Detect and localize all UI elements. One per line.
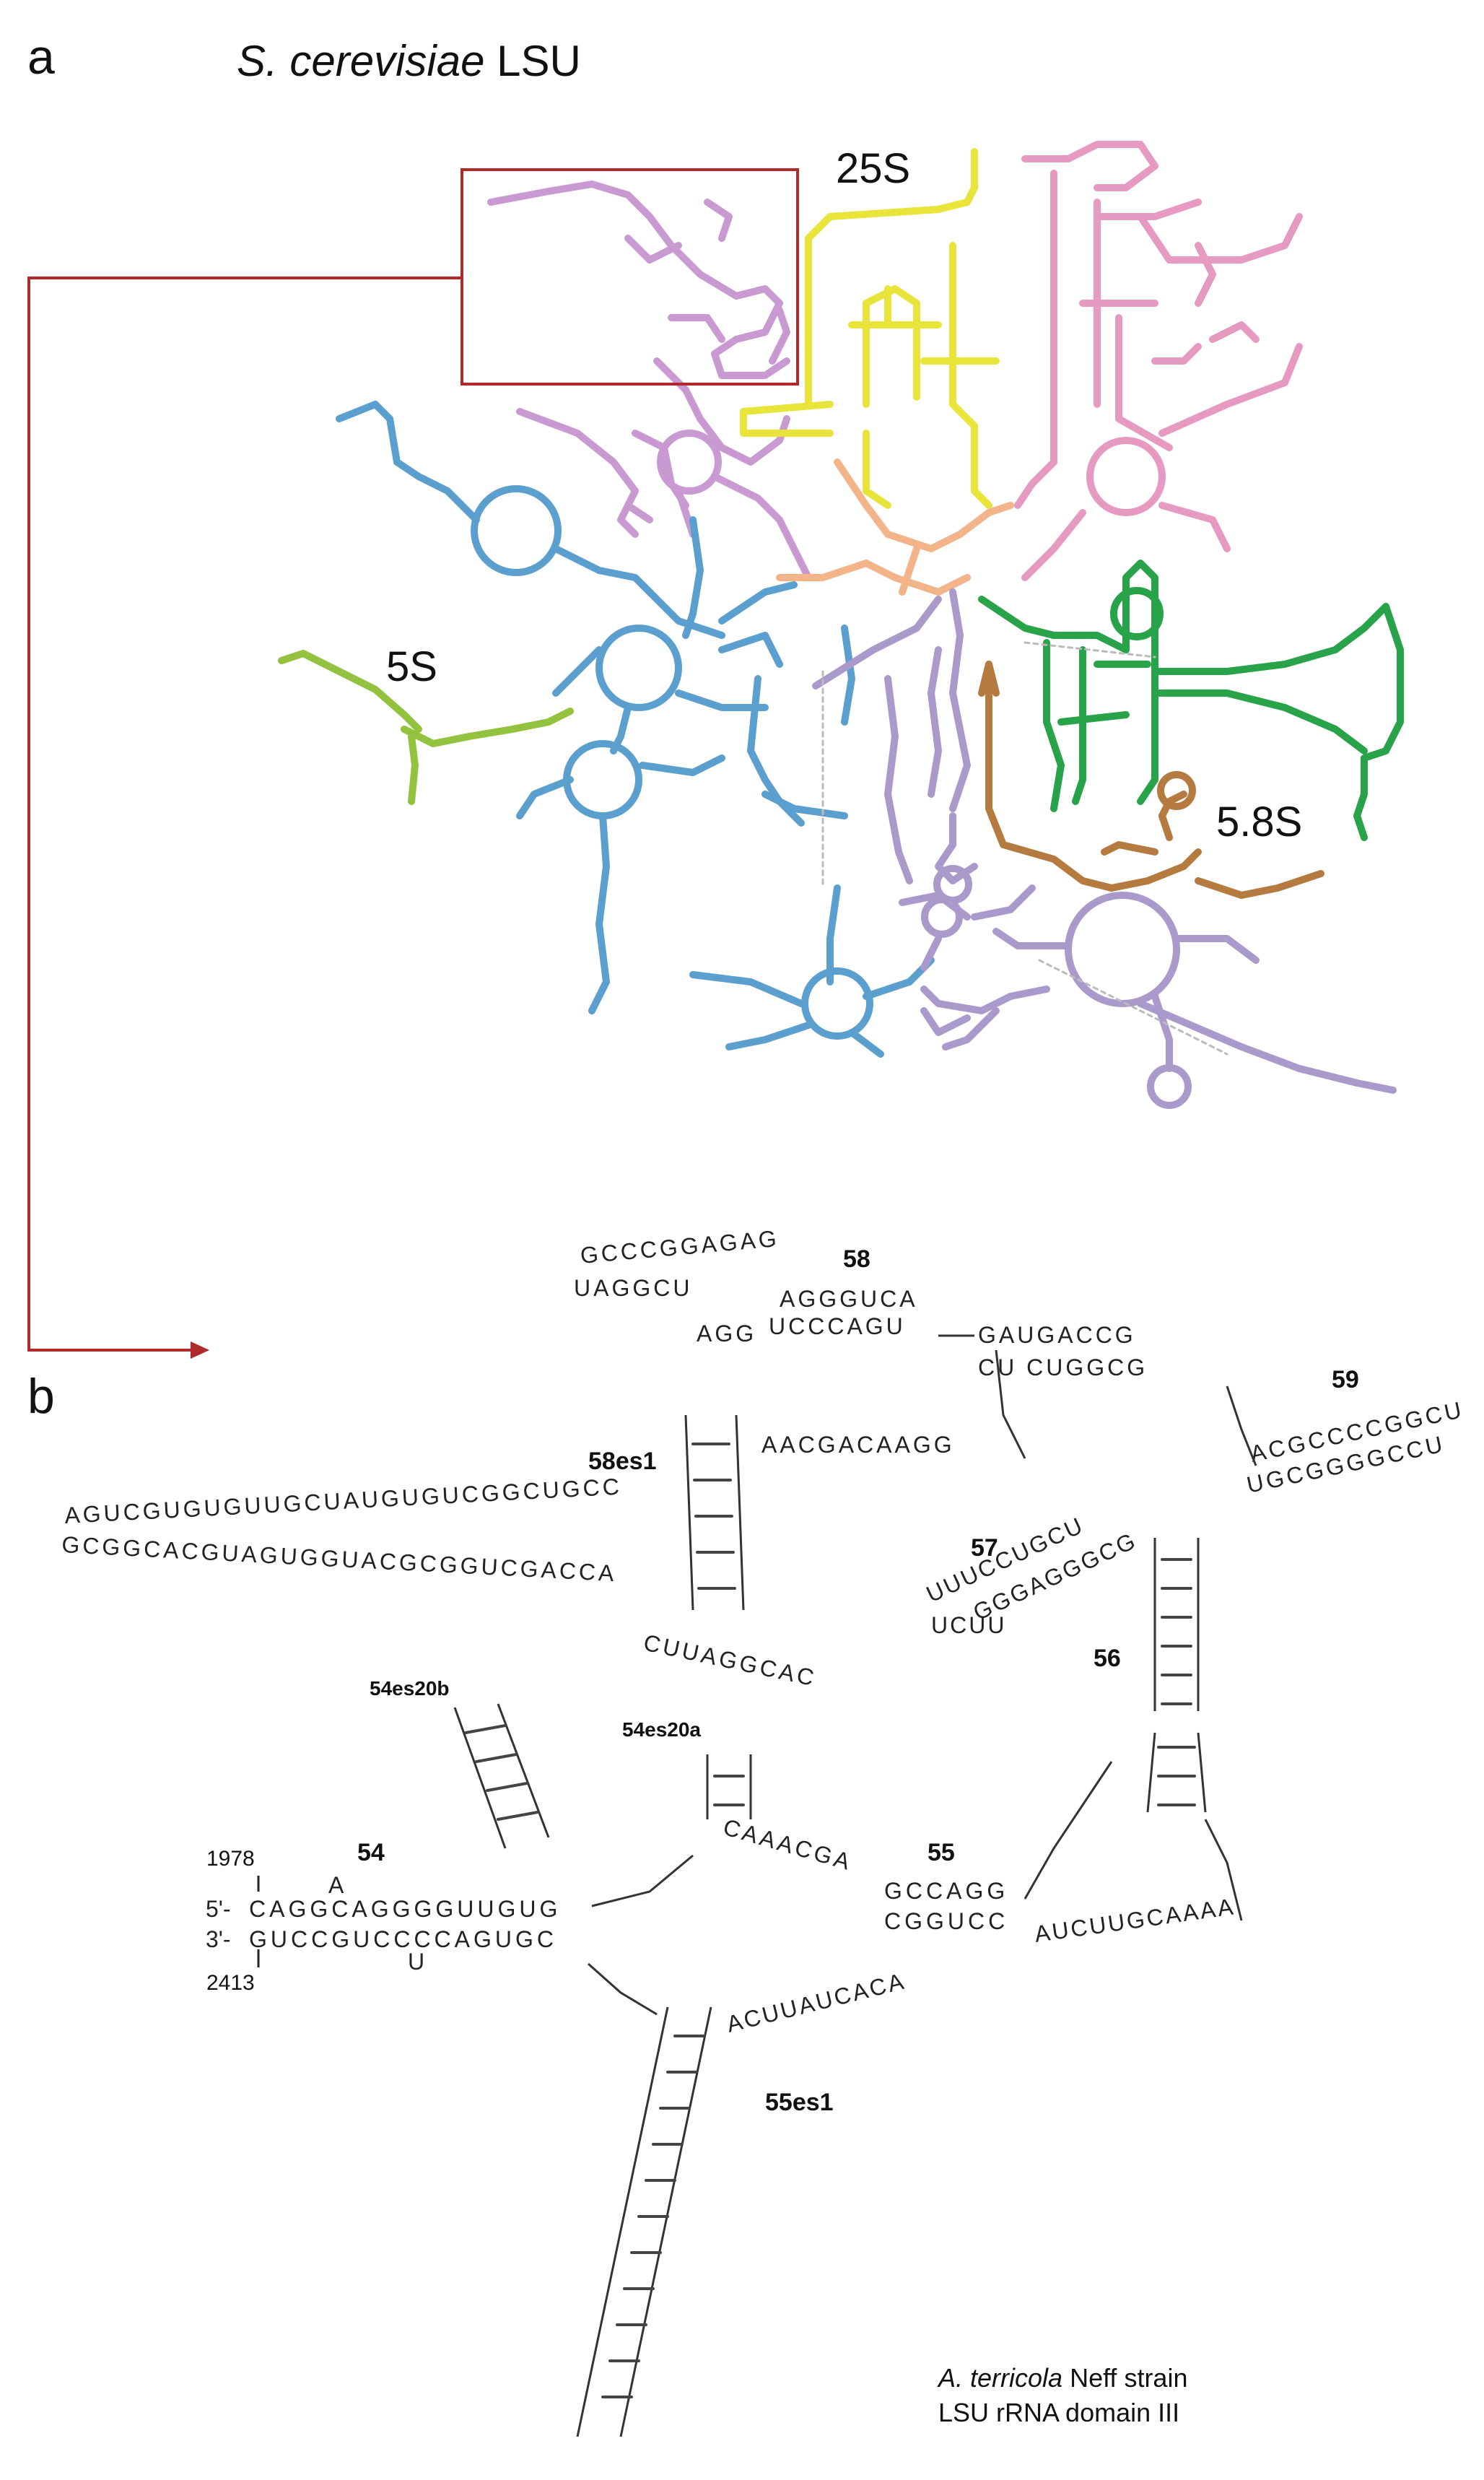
h54-top-strand: CAGGCAGGGGUUGUG [249, 1896, 561, 1922]
helix-label-57: 57 [971, 1534, 998, 1562]
panel-a-title: S. cerevisiae LSU [237, 36, 581, 86]
h55-top-strand: GCCAGG [884, 1878, 1008, 1904]
figure-caption: A. terricola Neff strain LSU rRNA domain… [938, 2361, 1187, 2430]
domain-brown [978, 661, 1324, 899]
h5x-linker2: CU CUGGCG [978, 1354, 1148, 1380]
helix-label-59: 59 [1332, 1366, 1359, 1393]
long-arm-end: CUUAGGCAC [642, 1630, 819, 1692]
h5x-linker: GAUGACCG [978, 1322, 1136, 1348]
domain-green [978, 560, 1404, 841]
h54es20a-path: CAAACGA [720, 1814, 855, 1875]
domain-yellow [740, 148, 1000, 509]
helix-label-58es1: 58es1 [588, 1448, 657, 1475]
h58-loop2: UAGGCU [574, 1275, 692, 1301]
helix-label-55es1: 55es1 [765, 2089, 834, 2116]
five-prime-label: 5'- [206, 1896, 231, 1922]
h55es1-linker: ACUUAUCACA [724, 1967, 908, 2037]
label-25s: 25S [836, 145, 911, 192]
species-suffix: LSU [497, 37, 581, 85]
helix-label-54: 54 [357, 1839, 385, 1866]
long-arm-bottom: GCGGCACGUAGUGGUACGCGGUCGACCA [61, 1531, 618, 1586]
h54-bottom-strand: GUCCGUCCCCAGUGC [249, 1926, 557, 1952]
h58es1-stem: AACGACAAGG [761, 1432, 955, 1458]
helix-label-54es20a: 54es20a [622, 1718, 702, 1741]
highlight-box [27, 168, 799, 1352]
end-position: 2413 [206, 1971, 255, 1995]
domain-blue [336, 401, 935, 1058]
start-position: 1978 [206, 1847, 255, 1871]
h58-loop: GCCCGGAGAG [579, 1225, 780, 1269]
h55-loop: AUCUUGCAAAA [1033, 1893, 1236, 1947]
domain-lime [278, 650, 574, 805]
caption-line-2: LSU rRNA domain III [938, 2398, 1180, 2427]
label-5-8s: 5.8S [1216, 799, 1303, 845]
domain-pink [1014, 141, 1303, 581]
h58-stem-top: AGGGUCA [780, 1286, 918, 1312]
h58-tail: AGG [697, 1321, 756, 1346]
species-name: S. cerevisiae [237, 37, 485, 85]
domain-lavender [812, 588, 1397, 1109]
helix-label-58: 58 [843, 1245, 870, 1273]
three-prime-label: 3'- [206, 1926, 231, 1952]
helix-label-56: 56 [1094, 1645, 1121, 1672]
domain-violet [487, 180, 812, 581]
caption-line-1: A. terricola Neff strain [938, 2363, 1188, 2393]
long-arm-top: AGUCGUGUGUUGCUAUGUGUCGGCUGCC [64, 1474, 622, 1528]
h55-bottom-strand: CGGUCC [884, 1908, 1008, 1934]
label-5s: 5S [386, 643, 437, 690]
helix-label-54es20b: 54es20b [370, 1677, 450, 1700]
h57-loop2: UCUU [931, 1612, 1006, 1638]
panel-a-letter: a [27, 30, 55, 84]
h54-bulge: A [328, 1872, 344, 1898]
h54-bulge2: U [408, 1949, 424, 1975]
domain-orange [776, 458, 1014, 596]
arrow-head-icon [191, 1341, 209, 1359]
panel-b-letter: b [27, 1369, 55, 1424]
helix-label-55: 55 [928, 1839, 955, 1866]
h58-stem-bottom: UCCCAGU [769, 1313, 906, 1339]
